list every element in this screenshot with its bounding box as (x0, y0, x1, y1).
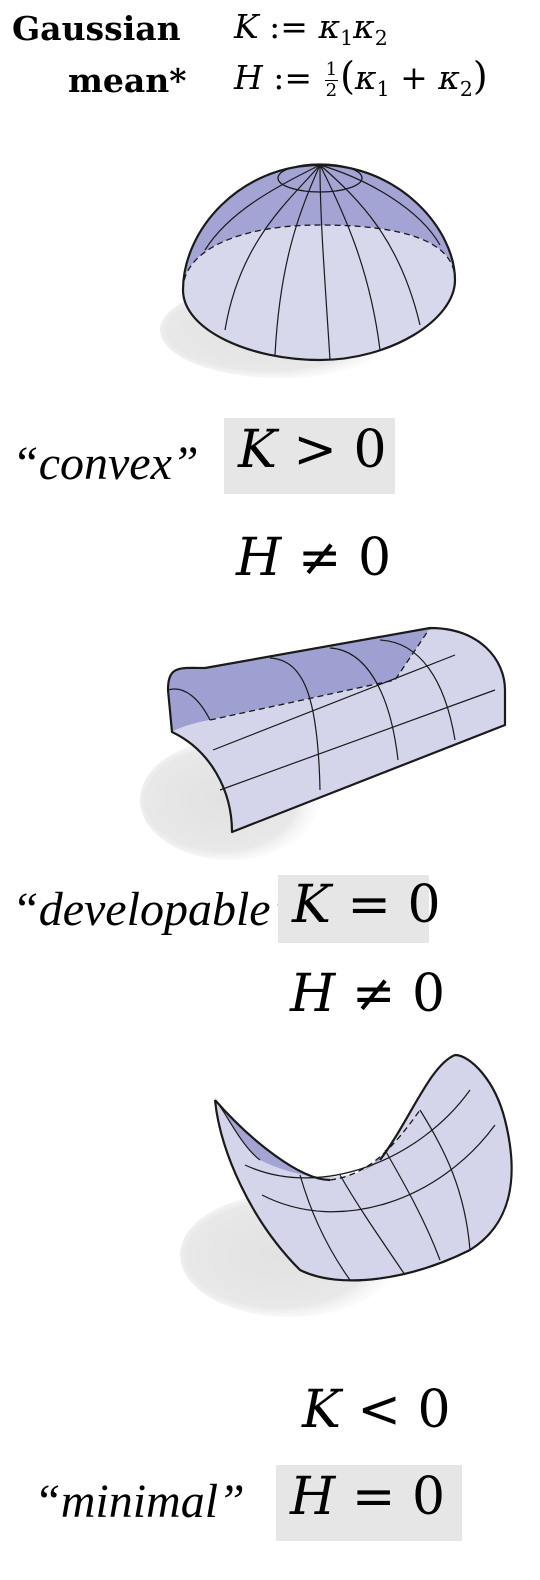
convex-h-relation: H ≠ 0 (236, 532, 391, 584)
convex-label: “convex” (12, 437, 199, 490)
gaussian-sub-2: 2 (374, 26, 388, 51)
developable-h-rel: ≠ (351, 964, 396, 1024)
saddle-surface (180, 1053, 513, 1317)
convex-k-var: K (238, 420, 277, 480)
mean-label: mean* (68, 61, 187, 100)
sphere-front (183, 225, 455, 360)
developable-h-var: H (290, 964, 336, 1024)
gaussian-kappa-1: κ (318, 7, 341, 46)
minimal-k-val: 0 (417, 1380, 451, 1440)
gaussian-label: Gaussian (12, 9, 181, 48)
mean-frac-den: 2 (325, 79, 338, 101)
cylinder-inner (168, 628, 430, 732)
mean-kappa-2: κ (438, 58, 460, 97)
developable-k-rel: = (347, 875, 391, 935)
mean-lhs: H (234, 58, 263, 97)
convex-k-val: 0 (353, 420, 387, 480)
minimal-k-relation: K < 0 (302, 1384, 451, 1436)
convex-k-relation: K > 0 (224, 418, 395, 494)
minimal-k-rel: < (357, 1380, 401, 1440)
convex-k-rel: > (293, 420, 337, 480)
developable-h-relation: H ≠ 0 (290, 968, 445, 1020)
mean-sub-1: 1 (376, 77, 390, 102)
minimal-h-val: 0 (412, 1467, 446, 1527)
developable-h-val: 0 (412, 964, 446, 1024)
minimal-h-var: H (290, 1467, 336, 1527)
mean-frac-num: 1 (324, 59, 339, 81)
gaussian-kappa-2: κ (353, 7, 375, 46)
cylinder-surface (140, 626, 507, 860)
convex-h-var: H (236, 528, 282, 588)
mean-plus: + (400, 58, 428, 97)
minimal-h-relation: H = 0 (276, 1465, 462, 1541)
mean-kappa-1: κ (354, 58, 377, 97)
gaussian-formula: K := κ1κ2 (234, 7, 388, 48)
developable-k-val: 0 (407, 875, 441, 935)
saddle-front (215, 1055, 512, 1281)
mean-assign: := (273, 58, 313, 97)
gaussian-sub-1: 1 (340, 26, 354, 51)
gaussian-lhs: K (234, 7, 259, 46)
gaussian-assign: := (269, 7, 308, 46)
cylinder-outer (172, 628, 505, 832)
convex-h-val: 0 (358, 528, 392, 588)
convex-h-rel: ≠ (297, 528, 342, 588)
mean-sub-2: 2 (459, 77, 473, 102)
minimal-h-rel: = (351, 1467, 396, 1527)
sphere-cap-surface (160, 163, 457, 378)
developable-label: “developable” (12, 883, 298, 936)
mean-rparen: ) (472, 54, 488, 98)
developable-k-relation: K = 0 (278, 875, 441, 943)
developable-k-var: K (292, 875, 331, 935)
minimal-label: “minimal” (34, 1475, 245, 1528)
sphere-inner-wall (183, 165, 455, 290)
minimal-k-var: K (302, 1380, 341, 1440)
mean-lparen: ( (340, 54, 355, 98)
